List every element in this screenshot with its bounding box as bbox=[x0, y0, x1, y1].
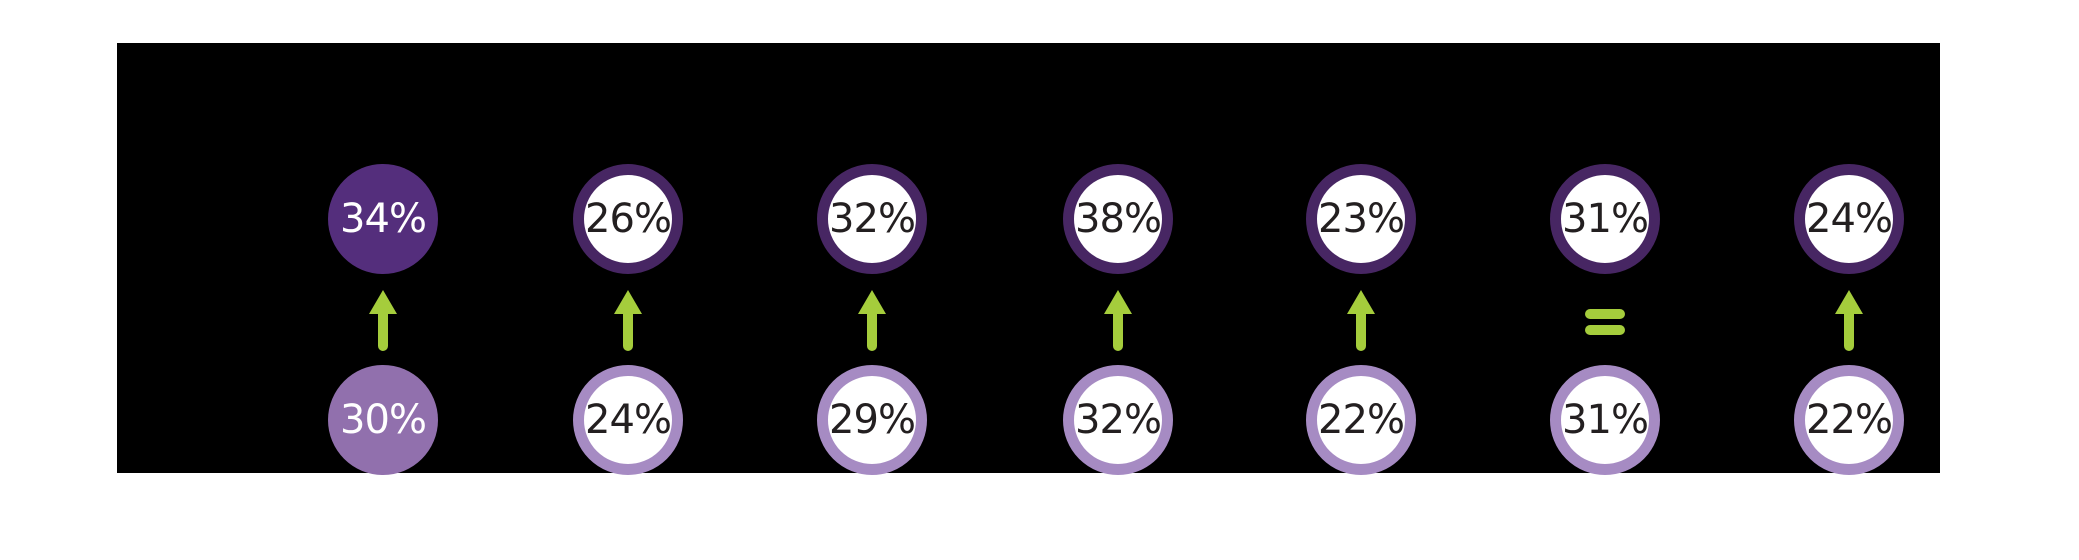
bottom-value-circle: 22% bbox=[1306, 365, 1416, 475]
bottom-value-circle: 31% bbox=[1550, 365, 1660, 475]
top-value-circle: 34% bbox=[328, 164, 438, 274]
top-value-label: 32% bbox=[829, 196, 916, 242]
change-indicator bbox=[1834, 289, 1864, 352]
top-value-label: 24% bbox=[1806, 196, 1893, 242]
change-indicator bbox=[1103, 289, 1133, 352]
top-value-circle: 38% bbox=[1063, 164, 1173, 274]
comparison-column: 26% 24% bbox=[568, 43, 688, 475]
up-arrow-icon bbox=[1835, 290, 1863, 351]
top-value-label: 34% bbox=[340, 196, 427, 242]
equals-bar bbox=[1585, 309, 1625, 319]
change-indicator bbox=[1585, 289, 1625, 352]
comparison-column: 31% 31% bbox=[1545, 43, 1665, 475]
black-panel: 34% 30% 26% 24% 32% 29% 38% 32% bbox=[117, 43, 1940, 475]
top-value-circle: 26% bbox=[573, 164, 683, 274]
bottom-value-circle: 30% bbox=[328, 365, 438, 475]
bottom-value-label: 22% bbox=[1318, 397, 1405, 443]
top-value-label: 31% bbox=[1562, 196, 1649, 242]
bottom-value-label: 22% bbox=[1806, 397, 1893, 443]
bottom-value-label: 30% bbox=[340, 397, 427, 443]
top-value-circle: 32% bbox=[817, 164, 927, 274]
up-arrow-icon bbox=[614, 290, 642, 351]
comparison-column: 32% 29% bbox=[812, 43, 932, 475]
bottom-value-label: 32% bbox=[1075, 397, 1162, 443]
bottom-value-label: 29% bbox=[829, 397, 916, 443]
comparison-column: 23% 22% bbox=[1301, 43, 1421, 475]
comparison-column: 34% 30% bbox=[323, 43, 443, 475]
bottom-value-circle: 32% bbox=[1063, 365, 1173, 475]
comparison-column: 38% 32% bbox=[1058, 43, 1178, 475]
top-value-label: 26% bbox=[585, 196, 672, 242]
top-value-label: 23% bbox=[1318, 196, 1405, 242]
up-arrow-icon bbox=[1347, 290, 1375, 351]
change-indicator bbox=[368, 289, 398, 352]
equals-bar bbox=[1585, 325, 1625, 335]
top-value-circle: 23% bbox=[1306, 164, 1416, 274]
up-arrow-icon bbox=[369, 290, 397, 351]
change-indicator bbox=[857, 289, 887, 352]
bottom-value-circle: 24% bbox=[573, 365, 683, 475]
equals-icon bbox=[1585, 289, 1625, 335]
up-arrow-icon bbox=[1104, 290, 1132, 351]
bottom-value-label: 31% bbox=[1562, 397, 1649, 443]
bottom-value-circle: 22% bbox=[1794, 365, 1904, 475]
change-indicator bbox=[1346, 289, 1376, 352]
bottom-value-label: 24% bbox=[585, 397, 672, 443]
top-value-circle: 31% bbox=[1550, 164, 1660, 274]
top-value-circle: 24% bbox=[1794, 164, 1904, 274]
top-value-label: 38% bbox=[1075, 196, 1162, 242]
bottom-value-circle: 29% bbox=[817, 365, 927, 475]
change-indicator bbox=[613, 289, 643, 352]
up-arrow-icon bbox=[858, 290, 886, 351]
comparison-column: 24% 22% bbox=[1789, 43, 1909, 475]
